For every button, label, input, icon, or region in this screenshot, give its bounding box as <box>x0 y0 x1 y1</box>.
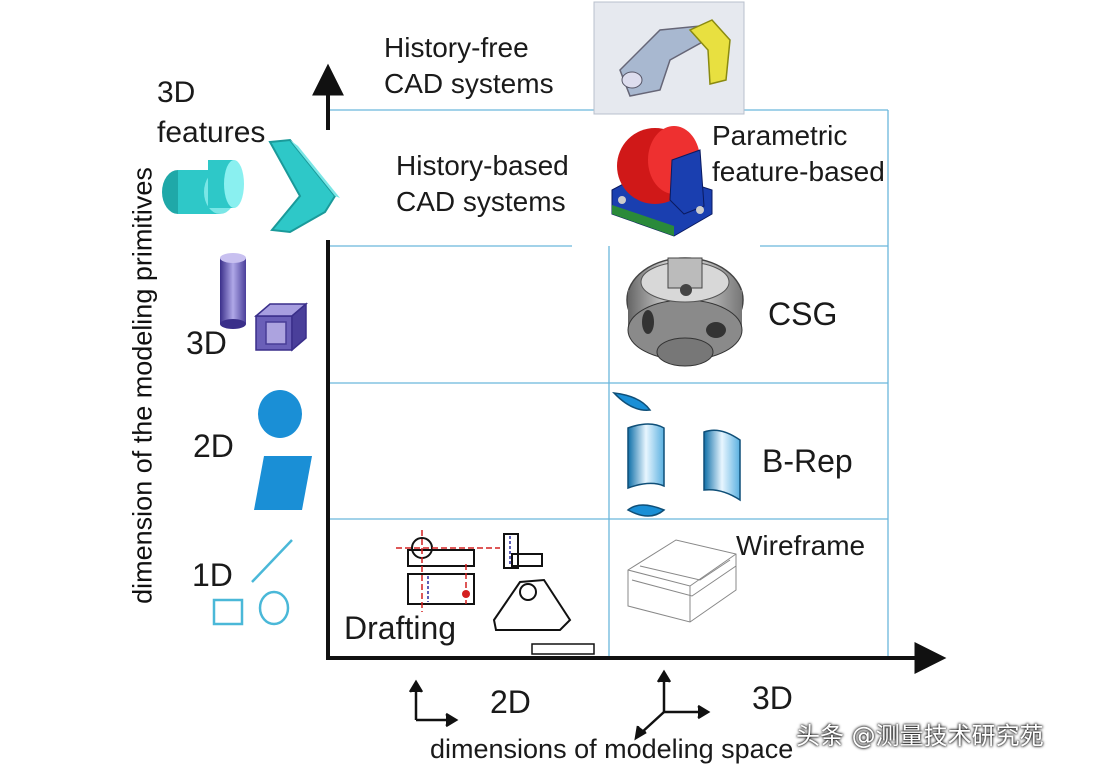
csg-label: CSG <box>768 296 838 332</box>
row-label-2d: 2D <box>193 428 234 464</box>
row-label-1d: 1D <box>192 557 233 593</box>
row-label-3d-features: 3D features <box>157 76 266 149</box>
drafting-drawing-image <box>396 530 595 655</box>
x-tick-3d: 3D <box>752 680 793 716</box>
cylinder-icon <box>220 253 246 329</box>
x-tick-2d: 2D <box>490 684 531 720</box>
x-axis-label: dimensions of modeling space <box>430 734 794 764</box>
history-free-label: History-free CAD systems <box>384 32 554 99</box>
wireframe-object-image <box>627 539 737 623</box>
circle-surface-icon <box>258 390 302 438</box>
row-label-3d: 3D <box>186 325 227 361</box>
parallelogram-surface-icon <box>254 456 312 510</box>
feature-bracket-icon <box>268 138 340 234</box>
feature-shaft-icon <box>162 160 244 214</box>
csg-object-image <box>626 257 744 367</box>
y-axis-label: dimension of the modeling primitives <box>127 167 158 604</box>
parametric-label: Parametric feature-based <box>712 120 885 187</box>
grid-lines <box>330 109 889 656</box>
coord-2d-icon <box>408 679 459 728</box>
parametric-object-image <box>611 126 713 237</box>
history-free-cad-image <box>593 1 745 115</box>
cube-icon <box>253 302 309 352</box>
line-primitive-icon <box>212 539 293 626</box>
history-based-label: History-based CAD systems <box>396 150 569 217</box>
drafting-label: Drafting <box>344 610 457 646</box>
brep-label: B-Rep <box>762 443 853 479</box>
brep-surfaces-image <box>612 392 741 517</box>
wireframe-label: Wireframe <box>736 530 866 561</box>
coord-3d-icon <box>634 669 711 741</box>
watermark-text: 头条 @测量技术研究苑 <box>796 722 1044 750</box>
